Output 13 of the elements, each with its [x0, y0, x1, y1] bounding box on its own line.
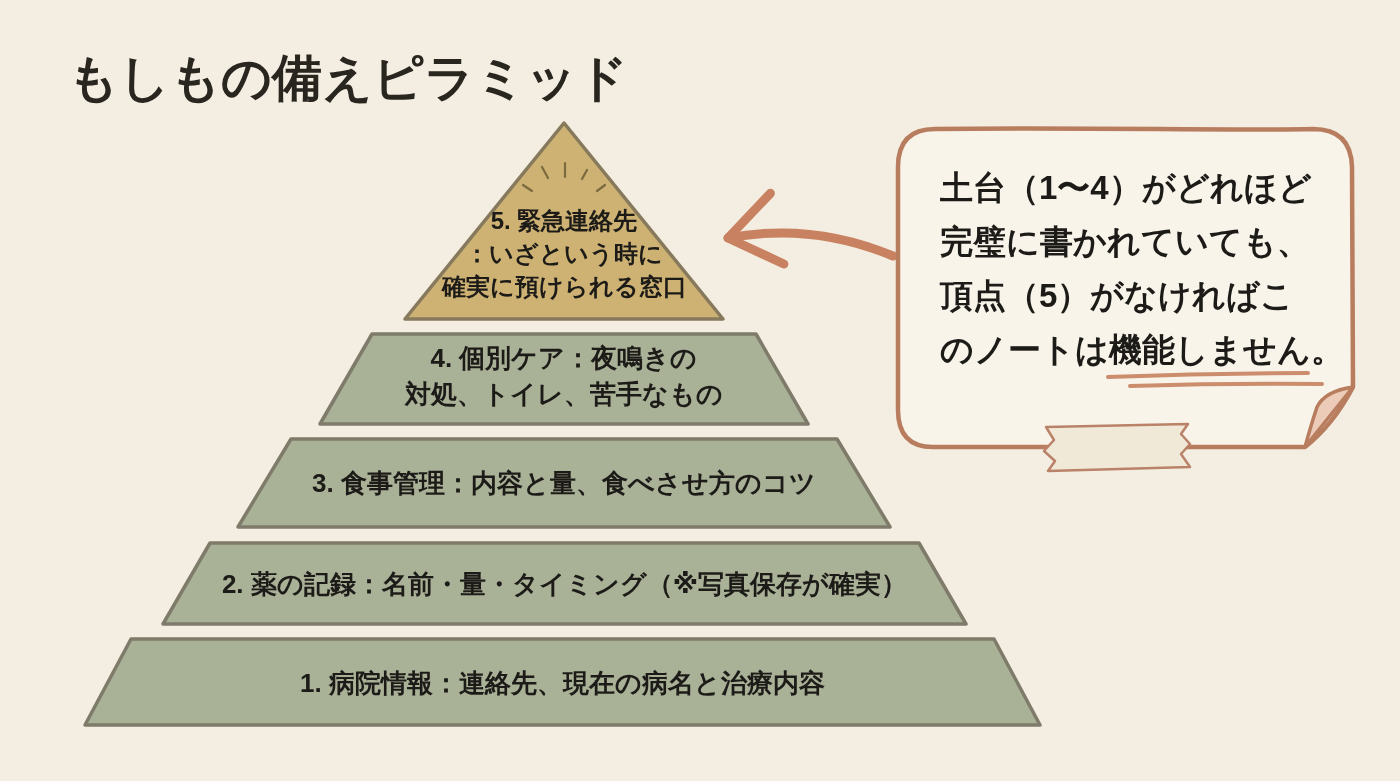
pyramid-tier: [83, 636, 1042, 728]
pyramid-tier: [236, 436, 892, 530]
pyramid-tier: [161, 540, 968, 627]
pyramid-top: [403, 120, 725, 322]
tier-label: 4. 個別ケア：夜鳴きの対処、トイレ、苦手なもの: [405, 343, 723, 409]
tier-label: 2. 薬の記録：名前・量・タイミング（※写真保存が確実）: [221, 569, 908, 599]
tier-label: 1. 病院情報：連絡先、現在の病名と治療内容: [300, 668, 825, 698]
pyramid-tier: [318, 331, 810, 427]
tier-label: 5. 緊急連絡先：いざという時に確実に預けられる窓口: [441, 207, 687, 300]
arrow: [723, 189, 898, 270]
title: もしもの備えピラミッド: [68, 47, 628, 109]
tier-label: 3. 食事管理：内容と量、食べさせ方のコツ: [312, 468, 816, 498]
note-text: 土台（1〜4）がどれほど完璧に書かれていても、頂点（5）がなければこのノートは機能しません。: [940, 169, 1344, 368]
